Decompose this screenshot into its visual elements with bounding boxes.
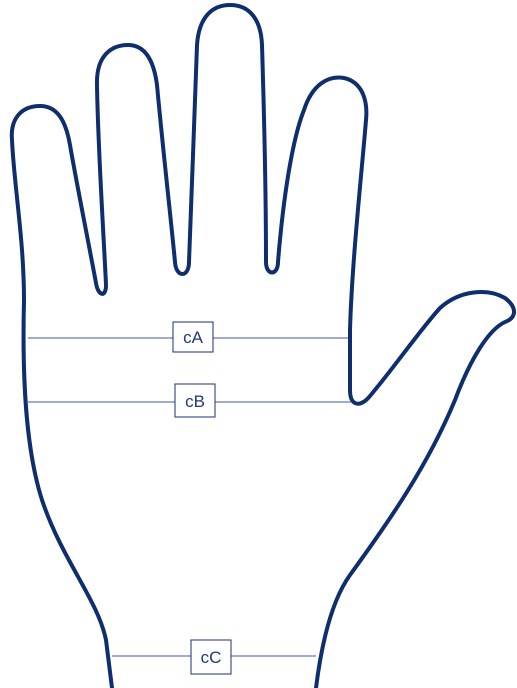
label-cb-text: cB — [185, 392, 205, 411]
label-cc-text: cC — [201, 648, 222, 667]
label-cb-box — [174, 383, 216, 418]
label-cc: cC — [190, 639, 232, 675]
label-ca: cA — [172, 321, 214, 353]
label-ca-text: cA — [183, 328, 204, 347]
label-ca-box — [172, 321, 214, 353]
hand-outline — [9, 3, 516, 688]
label-cc-box — [190, 639, 232, 675]
label-cb: cB — [174, 383, 216, 418]
